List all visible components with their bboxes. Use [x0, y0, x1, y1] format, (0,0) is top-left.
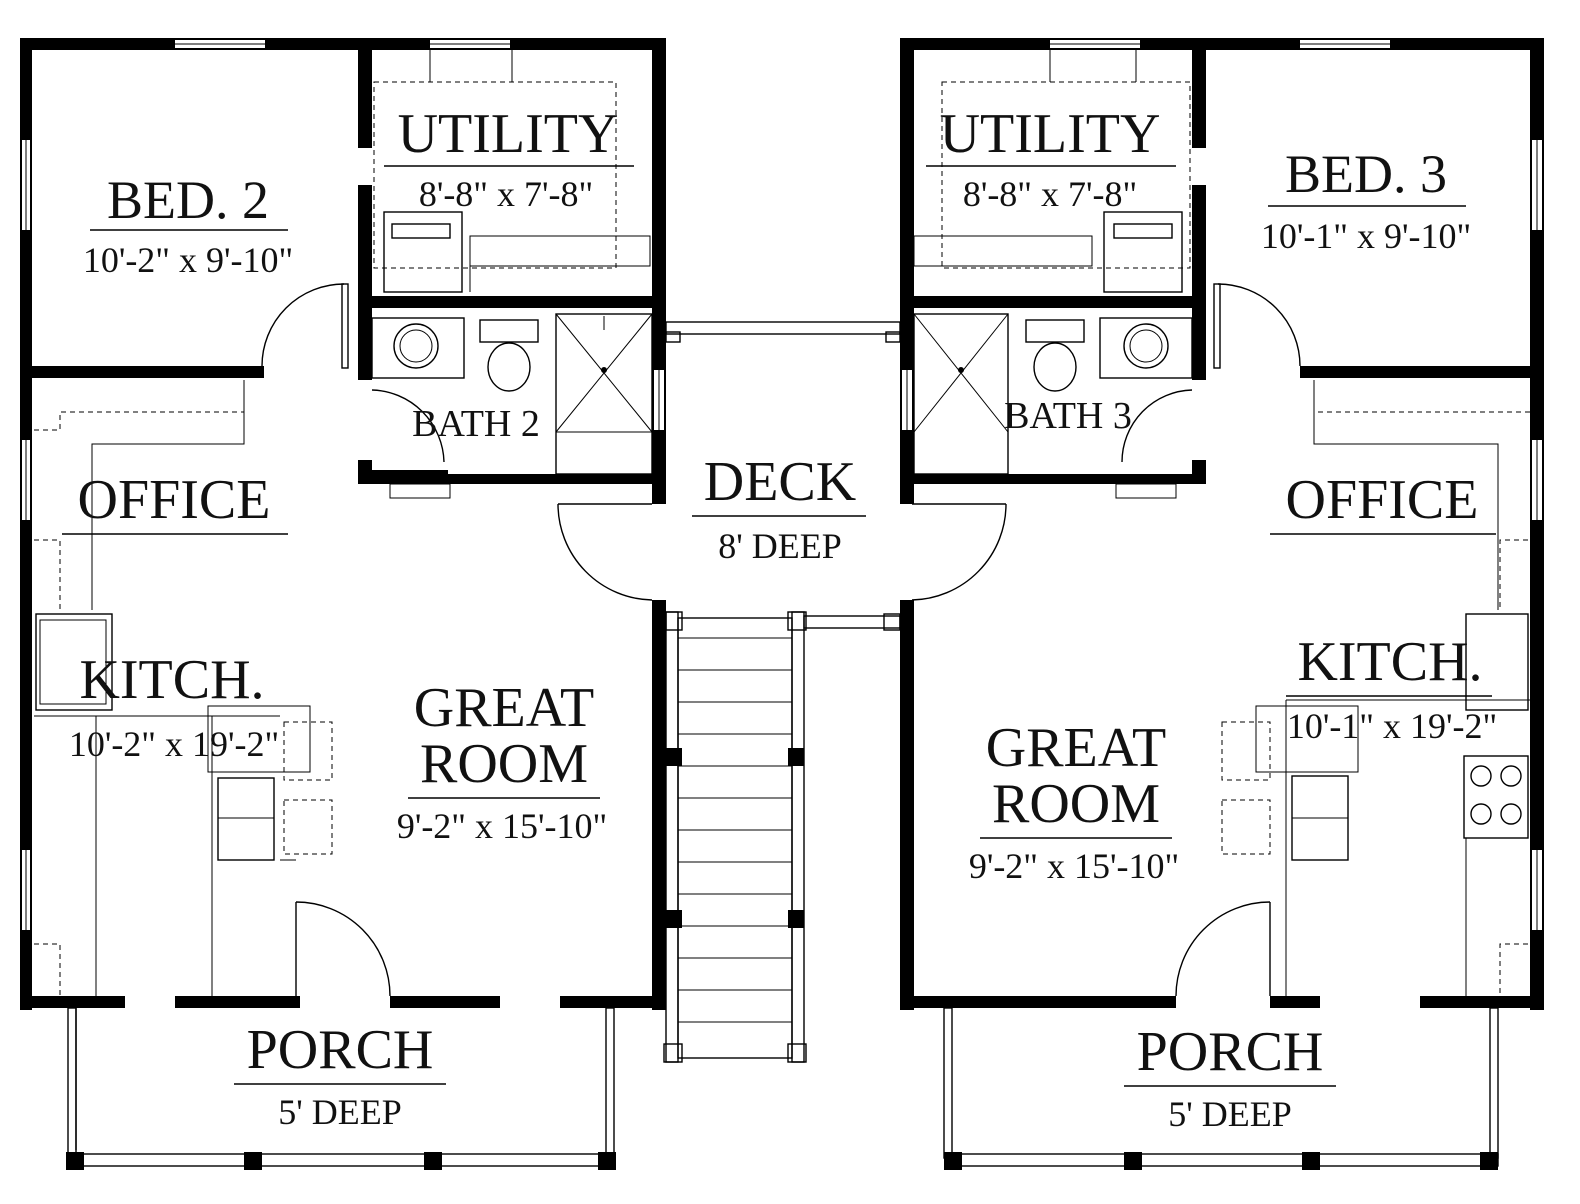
right-utility-dim: 8'-8" x 7'-8"	[963, 174, 1137, 214]
left-great-room-dim: 9'-2" x 15'-10"	[397, 806, 607, 846]
right-unit-fixtures	[913, 50, 1530, 997]
right-great-room-line2: ROOM	[992, 773, 1160, 835]
right-office-name: OFFICE	[1286, 469, 1479, 531]
left-utility-name: UTILITY	[398, 103, 619, 165]
left-kitchen-dim: 10'-2" x 19'-2"	[69, 724, 279, 764]
right-great-room-dim: 9'-2" x 15'-10"	[969, 846, 1179, 886]
deck-dim: 8' DEEP	[718, 526, 842, 566]
left-porch-dim: 5' DEEP	[278, 1092, 402, 1132]
right-unit-windows	[902, 40, 1542, 930]
left-bath-name: BATH 2	[412, 403, 540, 445]
left-office-name: OFFICE	[78, 469, 271, 531]
right-kitchen-dim: 10'-1" x 19'-2"	[1287, 706, 1497, 746]
left-kitchen-name: KITCH.	[79, 649, 264, 711]
deck-name: DECK	[704, 451, 856, 513]
left-porch	[66, 1007, 616, 1170]
right-bath-name: BATH 3	[1004, 395, 1132, 437]
left-unit-labels: BED. 2 10'-2" x 9'-10" UTILITY 8'-8" x 7…	[62, 103, 634, 1132]
left-utility-dim: 8'-8" x 7'-8"	[419, 174, 593, 214]
right-unit-labels: UTILITY 8'-8" x 7'-8" BED. 3 10'-1" x 9'…	[926, 103, 1497, 1134]
left-great-room-line2: ROOM	[420, 733, 588, 795]
right-bed-name: BED. 3	[1285, 144, 1447, 204]
right-kitchen-name: KITCH.	[1297, 631, 1482, 693]
left-great-room-line1: GREAT	[414, 677, 594, 739]
right-bed-dim: 10'-1" x 9'-10"	[1261, 216, 1471, 256]
left-porch-name: PORCH	[247, 1019, 434, 1081]
left-unit-windows	[22, 40, 664, 930]
deck-and-stairs	[557, 321, 1007, 1063]
right-porch	[943, 1007, 1499, 1170]
deck-labels: DECK 8' DEEP	[692, 451, 866, 566]
left-unit-fixtures	[34, 50, 653, 997]
left-bed-name: BED. 2	[107, 170, 269, 230]
right-utility-name: UTILITY	[940, 103, 1161, 165]
left-bed-dim: 10'-2" x 9'-10"	[83, 240, 293, 280]
right-porch-name: PORCH	[1137, 1021, 1324, 1083]
right-porch-dim: 5' DEEP	[1168, 1094, 1292, 1134]
right-great-room-line1: GREAT	[986, 717, 1166, 779]
